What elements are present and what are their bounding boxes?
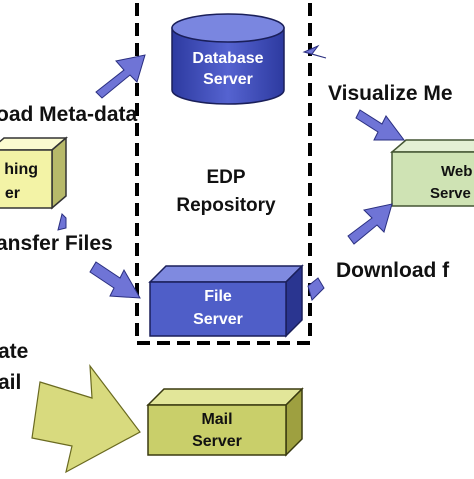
web-server-node: Web Serve <box>389 139 474 207</box>
publishing-node: hing er <box>0 136 69 210</box>
database-server-label-line2: Server <box>203 71 253 88</box>
file-server-node: File Server <box>148 264 304 338</box>
repository-boundary <box>135 0 312 345</box>
file-server-label-line1: File <box>204 288 232 305</box>
block-arrow-icon <box>302 44 327 59</box>
web-server-label-line1: Web <box>441 163 472 180</box>
block-arrow-icon <box>355 109 405 141</box>
block-arrow-icon <box>89 261 141 299</box>
edge-label-notify-line2: ail <box>0 371 21 394</box>
web-server-label-line2: Serve <box>430 185 471 202</box>
mail-server-label-line2: Server <box>192 433 242 450</box>
edge-label-transfer: ansfer Files <box>0 232 113 255</box>
edge-label-upload: oad Meta-data <box>0 103 138 126</box>
publishing-label-line1: hing <box>4 161 38 178</box>
publishing-label-line2: er <box>5 185 20 202</box>
repository-title-line2: Repository <box>176 195 276 216</box>
file-server-label-line2: Server <box>193 311 243 328</box>
block-arrow-icon <box>307 277 325 301</box>
mail-server-node: Mail Server <box>146 387 304 457</box>
repository-title-line1: EDP <box>206 167 245 188</box>
block-arrow-icon <box>31 364 141 474</box>
database-server-label-line1: Database <box>192 50 263 67</box>
edge-label-download: Download f <box>336 259 450 282</box>
block-arrow-icon <box>57 213 67 231</box>
edge-label-visualize: Visualize Me <box>328 82 453 105</box>
mail-server-label-line1: Mail <box>201 411 232 428</box>
block-arrow-icon <box>95 54 146 99</box>
block-arrow-icon <box>347 203 393 245</box>
database-server-node: Database Server <box>171 13 285 105</box>
edge-label-notify-line1: ate <box>0 340 28 363</box>
